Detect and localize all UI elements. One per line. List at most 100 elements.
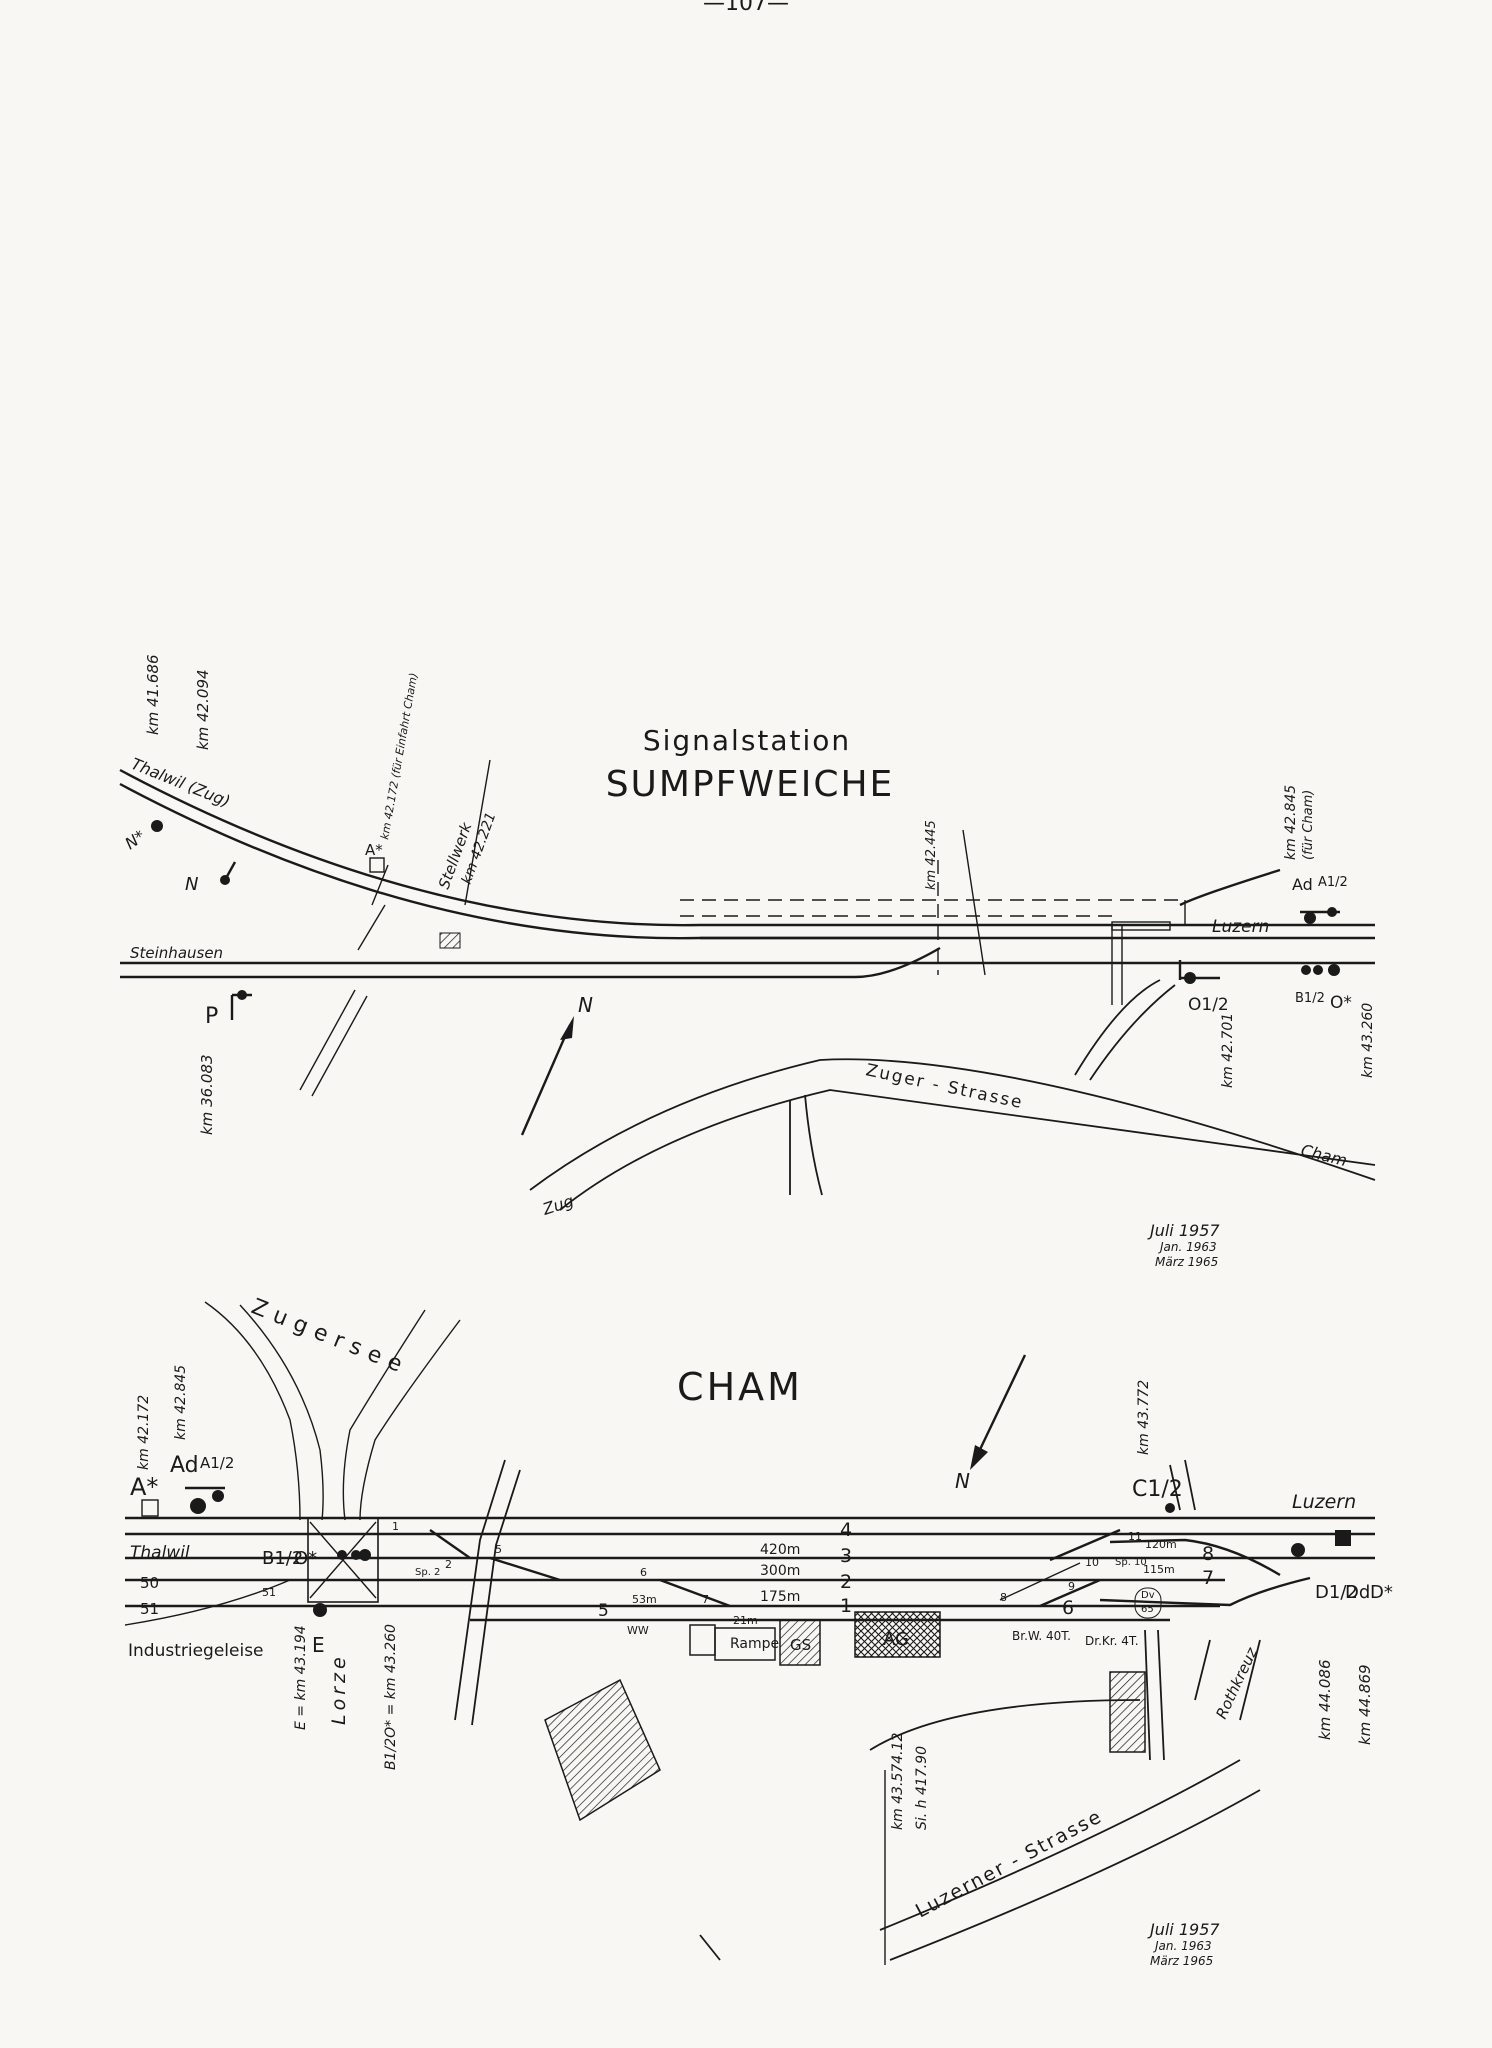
church-building [544, 1678, 661, 1822]
switch-diag-6 [999, 1562, 1081, 1601]
signal-n: N [185, 874, 198, 895]
cham-b-km: B1/2O* = km 43.260 [383, 1624, 399, 1770]
footpath [962, 829, 986, 976]
track-4: 4 [840, 1519, 852, 1541]
switch-diag-3 [659, 1578, 731, 1608]
cham-signal-b12: B1/2 [262, 1548, 303, 1569]
luzerner-strasse-2 [889, 1789, 1261, 1961]
signal-o12-lamp [1184, 972, 1196, 984]
north-arrow-shaft [520, 1024, 572, 1136]
cham-signal-c12-lamp [1165, 1503, 1175, 1513]
cham-si-h: Si. h 417.90 [914, 1746, 930, 1830]
switch-11: 11 [1128, 1530, 1142, 1543]
sumpfweiche-title: SUMPFWEICHE [606, 764, 895, 805]
cham-signal-c12: C1/2 [1132, 1477, 1183, 1502]
km-42094: km 42.094 [194, 669, 212, 750]
shore-left-2 [239, 1304, 324, 1521]
length-115: 115m [1143, 1563, 1175, 1576]
cham-signal-a12: A1/2 [200, 1454, 234, 1472]
road-to-track-2 [1089, 984, 1176, 1081]
track-thalwil-lower [119, 782, 940, 940]
cham-signal-d-box [1335, 1530, 1351, 1546]
luzerner-strasse-1 [879, 1759, 1241, 1931]
signal-a12-lamp [1327, 907, 1337, 917]
sumpf-date-1: Juli 1957 [1147, 1221, 1220, 1240]
km-42845-note: (für Cham) [1301, 790, 1316, 860]
signal-b12-lamp-1 [1301, 965, 1311, 975]
cham-km-43772: km 43.772 [1136, 1380, 1152, 1455]
signal-n-star-lamp [151, 820, 163, 832]
signal-o-star: O* [1330, 993, 1352, 1013]
switch-diag-4 [1049, 1528, 1121, 1562]
track-1: 1 [840, 1595, 852, 1617]
shore-right-1 [342, 1309, 426, 1521]
road-north-1 [454, 1459, 506, 1721]
cham-diagram: CHAM Zugersee [124, 1294, 1393, 1968]
cham-signal-o-star: O* [294, 1548, 317, 1569]
road-north-2 [471, 1469, 521, 1726]
cham-signal-d-lamp-1 [1291, 1543, 1305, 1557]
road-south-1 [1144, 1629, 1151, 1761]
length-53: 53m [632, 1593, 657, 1606]
road-ne-1 [1169, 1464, 1181, 1511]
track-branch-luzern [1179, 868, 1281, 907]
cham-signal-dd: Dd [1345, 1582, 1370, 1603]
track-thalwil-upper [119, 768, 1375, 927]
label-lorze: Lorze [328, 1653, 350, 1725]
cham-signal-a-star-box [141, 1499, 159, 1517]
label-brw: Br.W. 40T. [1012, 1629, 1071, 1643]
gs-building [779, 1619, 821, 1666]
switch-9: 9 [1068, 1580, 1075, 1593]
label-thalwil-cham: Thalwil [130, 1543, 190, 1563]
switch-8: 8 [1000, 1591, 1007, 1604]
signal-a-star: A* [365, 841, 383, 859]
cham-signal-d-star: D* [1370, 1582, 1393, 1603]
km-41686: km 41.686 [144, 654, 162, 735]
switch-2: 2 [445, 1558, 452, 1571]
signal-ad-lamp [1304, 912, 1316, 924]
signal-p-lamp [237, 990, 247, 1000]
length-175: 175m [760, 1589, 800, 1605]
label-gs: GS [790, 1636, 811, 1654]
length-300: 300m [760, 1563, 800, 1579]
track-2: 2 [840, 1571, 852, 1593]
path-3 [357, 904, 386, 951]
track-7: 7 [1202, 1567, 1214, 1589]
cham-date-2: Jan. 1963 [1153, 1939, 1212, 1953]
switch-51: 51 [262, 1586, 276, 1599]
cham-signal-a12-lamp [212, 1490, 224, 1502]
sumpf-date-3: März 1965 [1155, 1255, 1218, 1269]
cham-signal-b-lamp-1 [337, 1550, 347, 1560]
cham-signal-d12: D1/2 [1315, 1582, 1358, 1603]
signal-n-star: N* [121, 826, 148, 853]
zuger-strasse-upper [529, 1058, 1376, 1191]
length-21: 21m [733, 1614, 758, 1627]
km-36083: km 36.083 [198, 1054, 216, 1135]
ag-building [854, 1611, 941, 1658]
switch-1: 1 [392, 1520, 399, 1533]
cham-signal-e-lamp [313, 1603, 327, 1617]
cham-e-km: E = km 43.194 [293, 1625, 309, 1730]
signal-b12: B1/2 [1295, 991, 1325, 1006]
km-42172: km 42.172 (für Einfahrt Cham) [378, 672, 420, 841]
label-rothkreuz: Rothkreuz [1212, 1644, 1261, 1722]
switch-diag-1 [429, 1529, 471, 1559]
industriegeleise-track [124, 1579, 291, 1626]
km-42845: km 42.845 [1283, 785, 1299, 860]
signal-a12: A1/2 [1318, 875, 1348, 890]
sumpfweiche-subtitle: Signalstation [643, 724, 851, 757]
path-2 [311, 995, 368, 1097]
track-8: 8 [1202, 1543, 1214, 1565]
building-east [1109, 1671, 1146, 1753]
road-bend [869, 1699, 1141, 1751]
label-dv-num: 65 [1141, 1604, 1154, 1615]
switch-10: 10 [1085, 1556, 1099, 1569]
cham-km-42172: km 42.172 [136, 1395, 152, 1470]
label-luzern-cham: Luzern [1292, 1491, 1356, 1513]
path-1 [299, 989, 356, 1091]
switch-sp2: Sp. 2 [415, 1567, 440, 1578]
road-rothkreuz-2 [1239, 1639, 1261, 1721]
signal-o-star-lamp [1328, 964, 1340, 976]
